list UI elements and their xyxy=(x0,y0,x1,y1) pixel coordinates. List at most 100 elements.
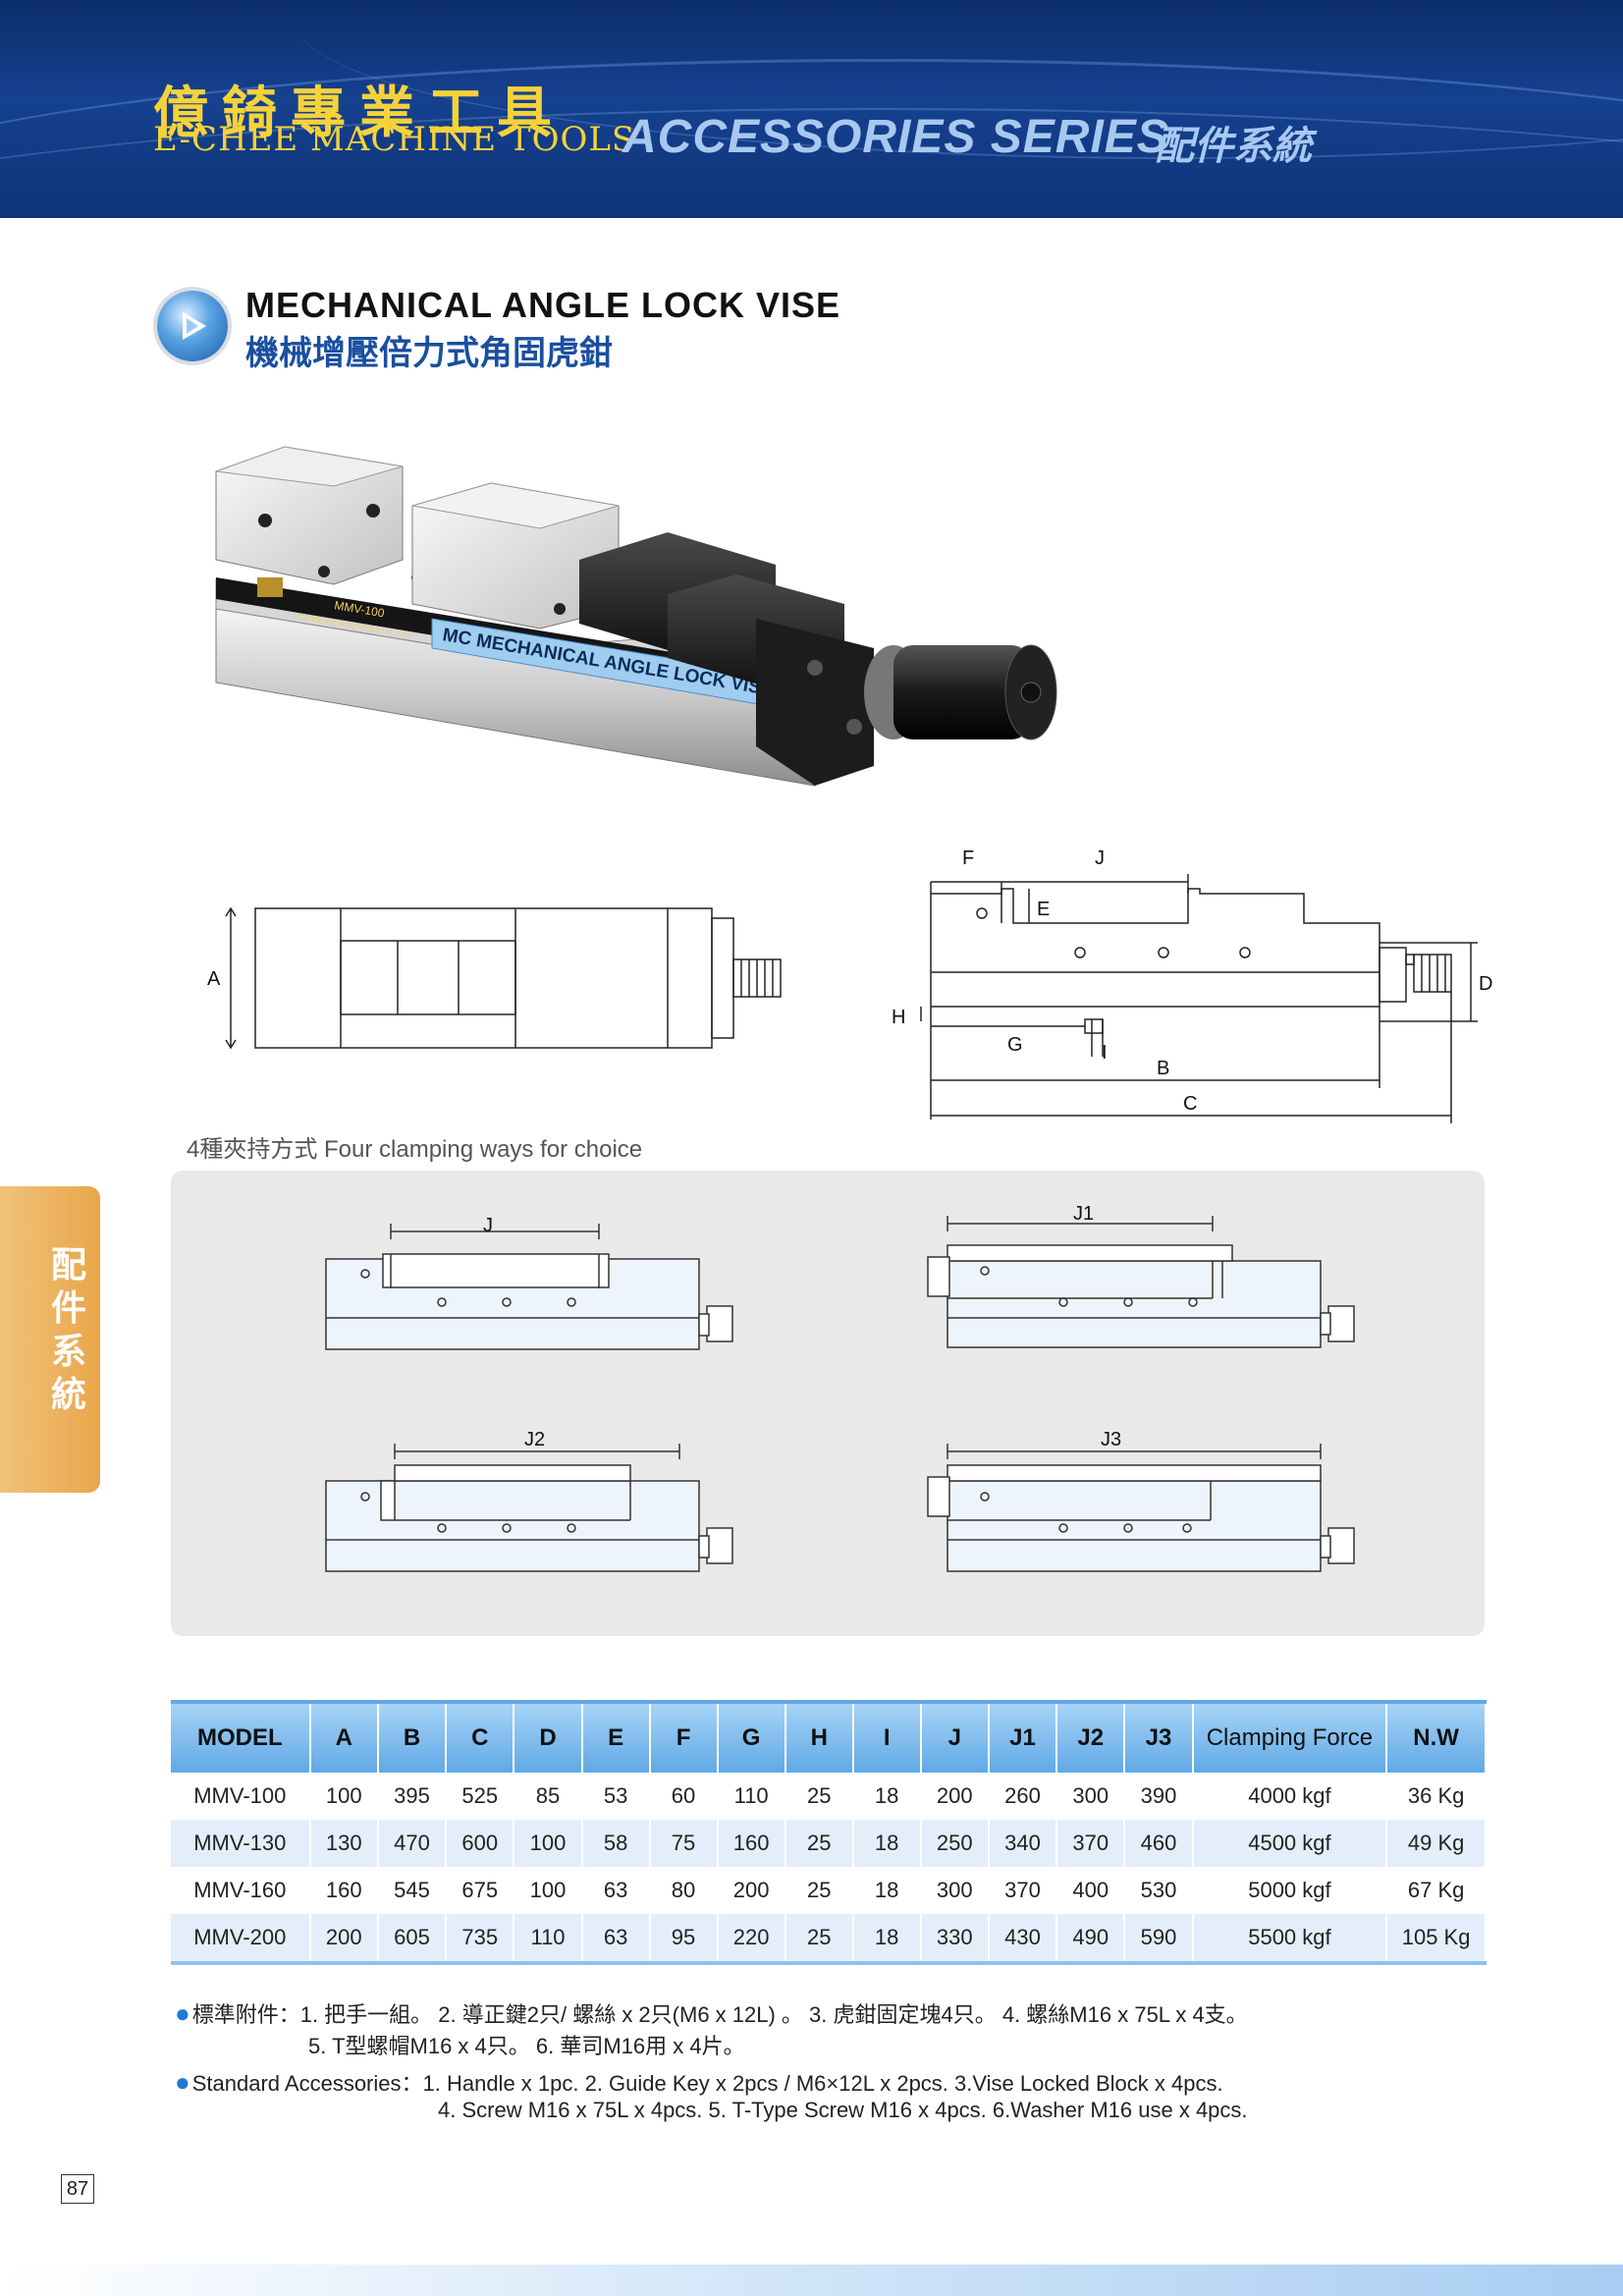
clamp-way-j1: J1 xyxy=(927,1203,1355,1348)
col-header-model: MODEL xyxy=(171,1700,311,1773)
series-title-en: ACCESSORIES SERIES xyxy=(622,111,1169,163)
footer-bar xyxy=(0,2265,1623,2296)
col-header-j1: J1 xyxy=(988,1700,1058,1773)
cell: 545 xyxy=(377,1867,448,1914)
cell: 370 xyxy=(1056,1820,1126,1867)
section-title-cn: 機械增壓倍力式角固虎鉗 xyxy=(245,335,613,372)
col-header-h: H xyxy=(784,1700,854,1773)
cell-model: MMV-160 xyxy=(171,1867,311,1914)
clamping-caption: 4種夾持方式 Four clamping ways for choice xyxy=(187,1136,643,1163)
cell: 4500 kgf xyxy=(1192,1820,1388,1867)
cell: 605 xyxy=(377,1914,448,1965)
side-tab: 配件系統 xyxy=(0,1186,100,1493)
cell: 4000 kgf xyxy=(1192,1773,1388,1820)
cell: 110 xyxy=(514,1914,583,1965)
cell: 25 xyxy=(784,1867,854,1914)
cell: 5500 kgf xyxy=(1192,1914,1388,1965)
dim-label-i: I xyxy=(1102,1042,1108,1064)
notes-en-line1: ●Standard Accessories：1. Handle x 1pc. 2… xyxy=(175,2066,1223,2098)
cell: 18 xyxy=(852,1914,922,1965)
cell: 36 Kg xyxy=(1386,1773,1487,1820)
cell: 53 xyxy=(581,1773,651,1820)
cell: 220 xyxy=(717,1914,786,1965)
cell: 400 xyxy=(1056,1867,1126,1914)
logo-badge-icon xyxy=(257,577,283,597)
cell: 130 xyxy=(309,1820,379,1867)
clamp-way-j3: J3 xyxy=(927,1429,1355,1572)
col-header-clamping-force: Clamping Force xyxy=(1192,1700,1388,1773)
cell: 330 xyxy=(920,1914,990,1965)
cell: 260 xyxy=(988,1773,1058,1820)
cell: 470 xyxy=(377,1820,448,1867)
brand-name-en: E-CHEE MACHINE TOOLS xyxy=(153,120,636,159)
top-view-drawing: A xyxy=(207,906,782,1050)
cell: 25 xyxy=(784,1773,854,1820)
clamp-way-j2: J2 xyxy=(325,1429,733,1572)
dim-label-d: D xyxy=(1479,973,1492,995)
cell: 370 xyxy=(988,1867,1058,1914)
cell: 100 xyxy=(514,1820,583,1867)
cell: 25 xyxy=(784,1820,854,1867)
dim-label-j1: J1 xyxy=(1073,1203,1094,1225)
cell-model: MMV-200 xyxy=(171,1914,311,1965)
notes-en-line2: 4. Screw M16 x 75L x 4pcs. 5. T-Type Scr… xyxy=(438,2098,1248,2122)
cell: 49 Kg xyxy=(1386,1820,1487,1867)
cell: 80 xyxy=(649,1867,719,1914)
cell: 18 xyxy=(852,1773,922,1820)
col-header-a: A xyxy=(309,1700,379,1773)
dim-label-b: B xyxy=(1157,1058,1169,1079)
table-row: MMV-160 160 545 675 100 63 80 200 25 18 … xyxy=(171,1867,1487,1914)
cell: 525 xyxy=(446,1773,515,1820)
cell: 85 xyxy=(514,1773,583,1820)
dim-label-c: C xyxy=(1183,1093,1197,1115)
cell: 25 xyxy=(784,1914,854,1965)
cell: 340 xyxy=(988,1820,1058,1867)
cell: 67 Kg xyxy=(1386,1867,1487,1914)
cell-model: MMV-100 xyxy=(171,1773,311,1820)
table-row: MMV-130 130 470 600 100 58 75 160 25 18 … xyxy=(171,1820,1487,1867)
dim-label-j-clamp: J xyxy=(483,1215,493,1236)
cell-model: MMV-130 xyxy=(171,1820,311,1867)
side-view-drawing: F J E D H G I B C xyxy=(892,847,1492,1123)
cell: 58 xyxy=(581,1820,651,1867)
table-row: MMV-200 200 605 735 110 63 95 220 25 18 … xyxy=(171,1914,1487,1965)
cell: 75 xyxy=(649,1820,719,1867)
cell: 600 xyxy=(446,1820,515,1867)
cell: 105 Kg xyxy=(1386,1914,1487,1965)
header-banner: 億錡專業工具 E-CHEE MACHINE TOOLS ACCESSORIES … xyxy=(0,0,1623,218)
col-header-nw: N.W xyxy=(1386,1700,1487,1773)
dim-label-j2: J2 xyxy=(524,1429,545,1450)
notes-en-text1: Standard Accessories：1. Handle x 1pc. 2.… xyxy=(191,2071,1223,2096)
cell: 300 xyxy=(920,1867,990,1914)
dim-label-f: F xyxy=(962,847,974,869)
cell: 530 xyxy=(1124,1867,1194,1914)
side-tab-label: 配件系統 xyxy=(50,1244,86,1414)
page-number: 87 xyxy=(61,2174,94,2204)
cell: 490 xyxy=(1056,1914,1126,1965)
notes-cn-text1: 標準附件：1. 把手一組。 2. 導正鍵2只/ 螺絲 x 2只(M6 x 12L… xyxy=(191,2002,1248,2027)
cell: 63 xyxy=(581,1867,651,1914)
dim-label-j: J xyxy=(1095,847,1105,869)
dim-label-a: A xyxy=(207,968,221,990)
cell: 590 xyxy=(1124,1914,1194,1965)
col-header-f: F xyxy=(649,1700,719,1773)
cell: 200 xyxy=(309,1914,379,1965)
col-header-b: B xyxy=(377,1700,448,1773)
col-header-d: D xyxy=(514,1700,583,1773)
cell: 200 xyxy=(717,1867,786,1914)
bullet-icon: ● xyxy=(175,2067,190,2097)
col-header-j2: J2 xyxy=(1056,1700,1126,1773)
notes-cn-line1: ●標準附件：1. 把手一組。 2. 導正鍵2只/ 螺絲 x 2只(M6 x 12… xyxy=(175,1997,1248,2029)
cell: 460 xyxy=(1124,1820,1194,1867)
dim-label-j3: J3 xyxy=(1101,1429,1121,1450)
cell: 60 xyxy=(649,1773,719,1820)
col-header-i: I xyxy=(852,1700,922,1773)
notes-cn-line2: 5. T型螺帽M16 x 4只。 6. 華司M16用 x 4片。 xyxy=(308,2034,745,2058)
cell: 18 xyxy=(852,1867,922,1914)
clamp-way-j: J xyxy=(325,1215,733,1350)
table-header-row: MODEL A B C D E F G H I J J1 J2 J3 Clamp… xyxy=(171,1700,1487,1773)
cell: 18 xyxy=(852,1820,922,1867)
cell: 300 xyxy=(1056,1773,1126,1820)
cell: 200 xyxy=(920,1773,990,1820)
spec-table: MODEL A B C D E F G H I J J1 J2 J3 Clamp… xyxy=(171,1700,1487,1965)
